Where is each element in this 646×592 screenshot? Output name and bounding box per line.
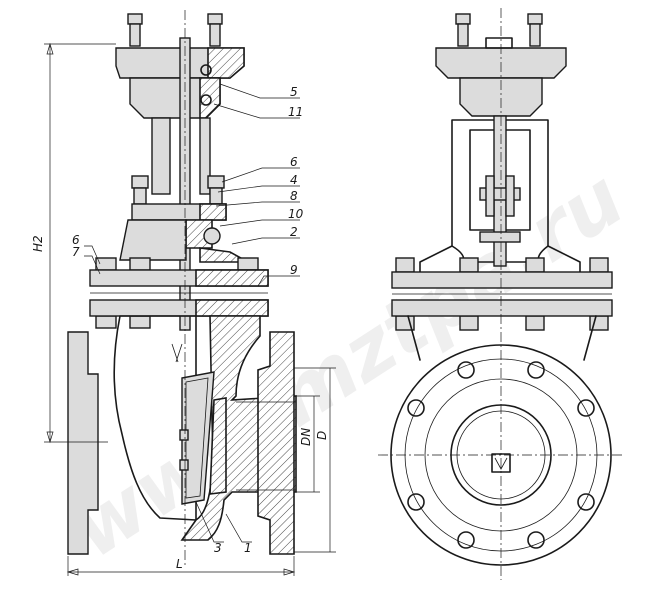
section-view: [67, 10, 297, 566]
end-flange-left: [67, 331, 99, 555]
gland-pin: [203, 227, 221, 245]
end-flange-bottom: [391, 299, 613, 317]
part-labels: 5 11 6 4 8 10 2 9 6 7 3 1 H2 DN D L: [31, 85, 329, 571]
yoke-left: [151, 117, 171, 195]
yoke-right: [199, 117, 211, 195]
label-3: 3: [214, 541, 222, 555]
label-dn: DN: [299, 428, 313, 446]
flange-bolt-holes: [407, 361, 595, 549]
label-l: L: [176, 557, 183, 571]
label-11: 11: [288, 105, 303, 119]
top-bolts-left: [127, 13, 223, 47]
label-9: 9: [290, 263, 298, 277]
bonnet-neck: [119, 219, 187, 261]
label-8: 8: [290, 189, 298, 203]
end-flange-top: [391, 271, 613, 289]
label-6b: 6: [72, 233, 80, 247]
end-flange-right: [257, 331, 295, 555]
dimensions: [44, 42, 336, 576]
end-view: [378, 8, 624, 580]
label-h2: H2: [31, 235, 45, 252]
label-5: 5: [290, 85, 298, 99]
seat-ring: [209, 397, 227, 495]
leaders: [84, 83, 300, 543]
label-10: 10: [288, 207, 304, 221]
label-4: 4: [290, 173, 298, 187]
label-d: D: [315, 431, 329, 440]
label-7: 7: [72, 245, 80, 259]
label-2: 2: [290, 225, 298, 239]
bonnet-bolts: [131, 175, 225, 205]
label-1: 1: [244, 541, 252, 555]
body-shell-left: [113, 315, 197, 521]
label-6a: 6: [290, 155, 298, 169]
